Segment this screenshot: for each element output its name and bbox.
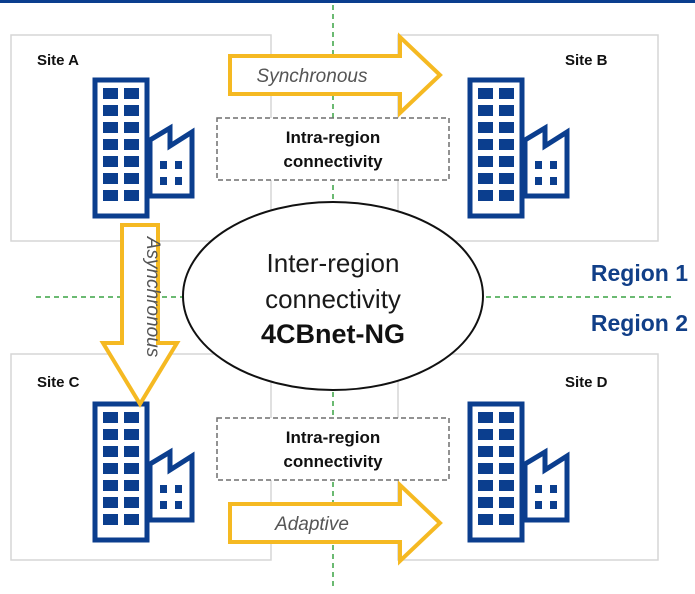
intra-region-box-bottom [216,417,450,481]
building-icon [95,80,147,216]
intra-top-line2: connectivity [283,152,383,171]
factory-icon [150,128,192,196]
network-name: 4CBnet-NG [261,319,405,349]
factory-icon [525,452,567,520]
asynchronous-label: Asynchronous [142,236,163,358]
inter-region-line1: Inter-region [267,248,400,278]
synchronous-label: Synchronous [257,66,368,87]
intra-region-box-top [216,117,450,181]
intra-top-line1: Intra-region [286,128,380,147]
building-icon [470,80,522,216]
factory-icon [525,128,567,196]
top-rule [0,0,695,3]
region-2-label: Region 2 [591,310,688,336]
synchronous-arrow [228,32,443,118]
site-a-label: Site A [37,52,79,69]
site-d-label: Site D [565,374,608,391]
intra-bottom-line1: Intra-region [286,428,380,447]
intra-bottom-line2: connectivity [283,452,383,471]
site-c-label: Site C [37,374,80,391]
adaptive-label: Adaptive [274,514,349,535]
asynchronous-arrow [99,223,181,408]
inter-region-line2: connectivity [265,284,401,314]
inter-region-ellipse [182,201,484,391]
building-icon [95,404,147,540]
building-icon [470,404,522,540]
factory-icon [150,452,192,520]
adaptive-arrow [228,480,443,566]
region-1-label: Region 1 [591,260,688,286]
site-b-label: Site B [565,52,608,69]
